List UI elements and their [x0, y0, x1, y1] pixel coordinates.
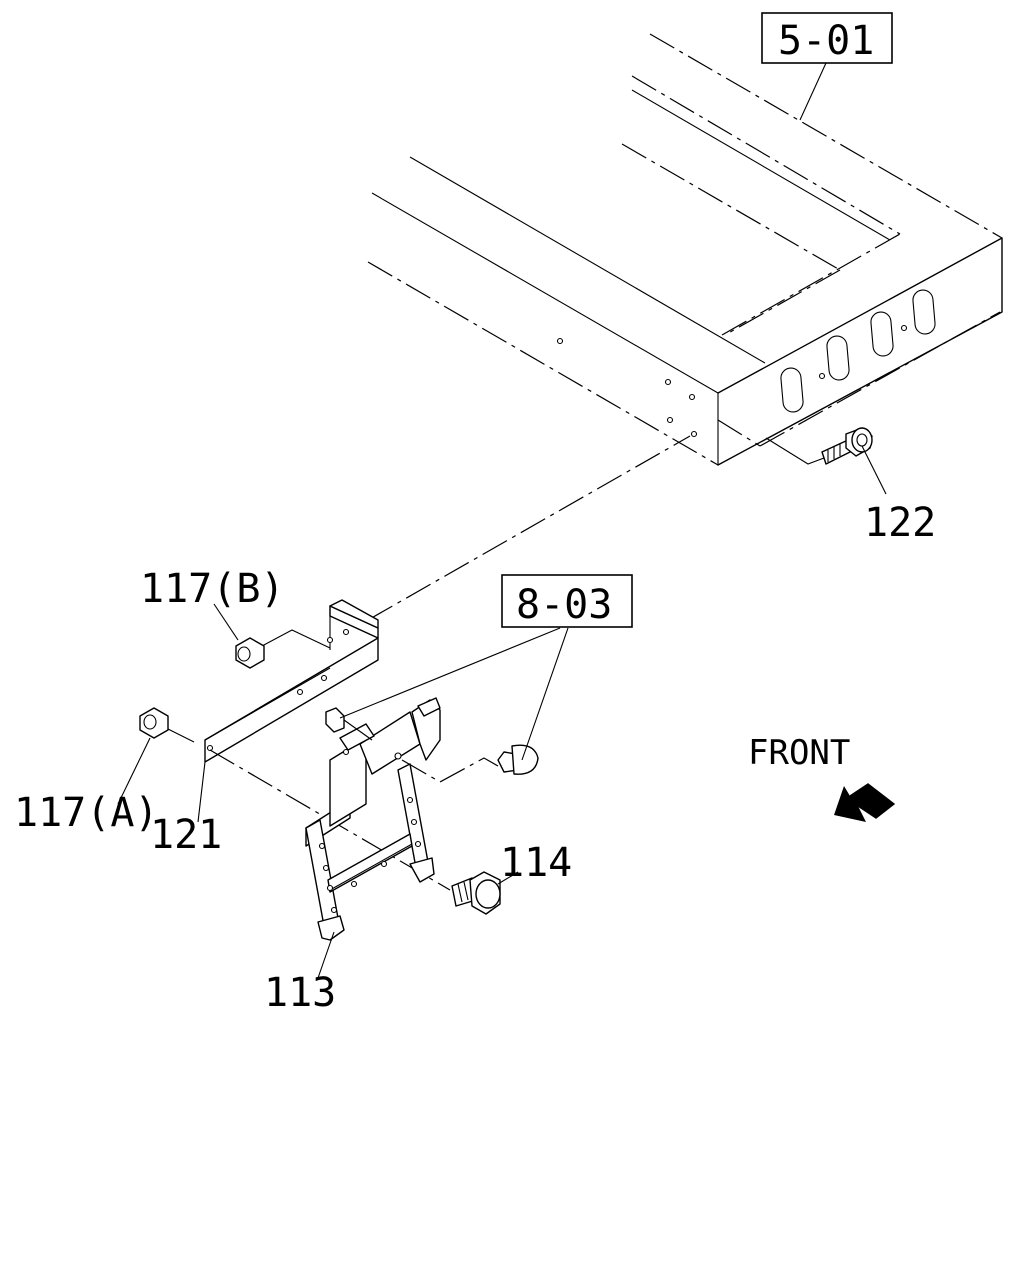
front-direction-arrow-icon: [834, 783, 896, 822]
marker-lamp-icon: [401, 744, 539, 783]
bolt-114-icon: [451, 871, 519, 915]
assembly-line-bracket-to-frame: [367, 435, 691, 621]
bracket-113: [305, 697, 441, 979]
lamp-clip-icon: [325, 707, 373, 741]
callout-114: 114: [500, 840, 572, 886]
callout-122: 122: [864, 500, 936, 546]
nut-117a-icon: [117, 707, 195, 805]
reference-box-5-01: [761, 12, 893, 121]
front-direction-label: FRONT: [748, 733, 850, 773]
callout-117a: 117(A): [14, 790, 159, 836]
callout-8-03: 8-03: [516, 582, 612, 628]
nut-117b-icon: [213, 603, 331, 669]
callout-121: 121: [150, 812, 222, 858]
callout-5-01: 5-01: [778, 18, 874, 64]
chassis-frame: [367, 33, 1003, 466]
callout-117b: 117(B): [140, 566, 285, 612]
bolt-122-icon: [765, 427, 887, 495]
callout-113: 113: [264, 970, 336, 1016]
bracket-arm-121: [197, 599, 379, 823]
reference-box-8-03: [339, 574, 633, 761]
